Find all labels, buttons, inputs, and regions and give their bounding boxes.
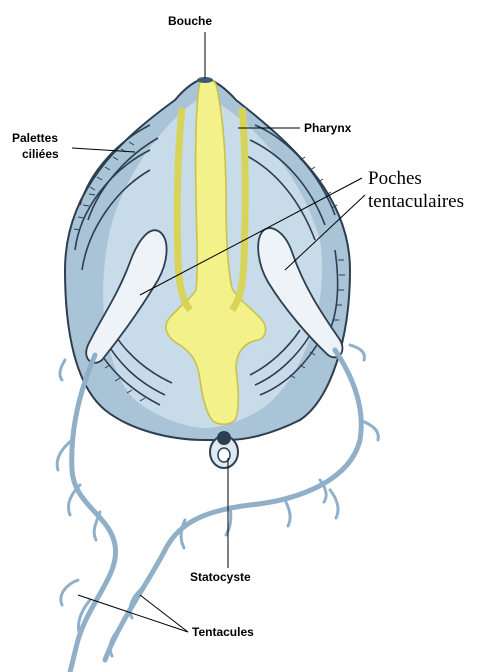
label-poches-line1: Poches xyxy=(368,168,422,190)
label-pharynx: Pharynx xyxy=(304,121,351,135)
leader-tentacules-right xyxy=(140,595,188,632)
label-palettes-line1: Palettes xyxy=(12,131,58,145)
label-poches-line2: tentaculaires xyxy=(368,191,464,213)
aboral-organ xyxy=(217,431,231,445)
label-statocyste: Statocyste xyxy=(190,570,251,584)
label-palettes-line2: ciliées xyxy=(22,147,59,161)
label-bouche: Bouche xyxy=(168,14,212,28)
label-tentacules: Tentacules xyxy=(192,625,254,639)
